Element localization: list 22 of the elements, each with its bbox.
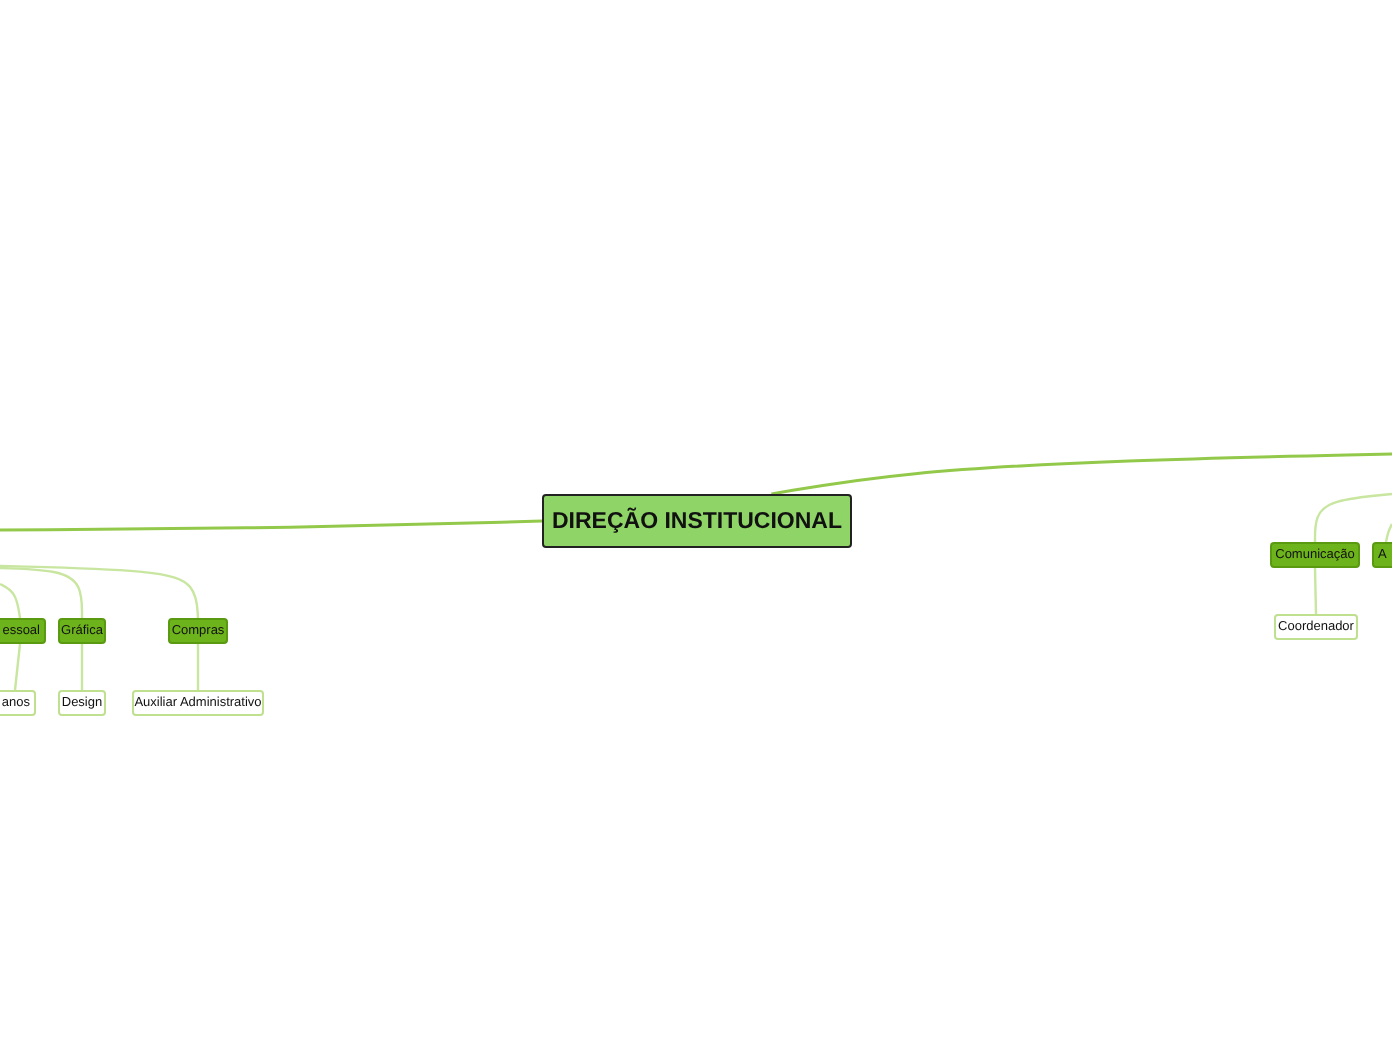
topic-box xyxy=(168,618,228,644)
topic-box xyxy=(1270,542,1360,568)
connector-line xyxy=(0,519,543,532)
topic-box xyxy=(1372,542,1392,568)
connector-line xyxy=(13,643,22,691)
subtopic-box xyxy=(0,690,36,716)
connector-line xyxy=(0,582,22,619)
connector-line xyxy=(1384,523,1392,543)
subtopic-box xyxy=(132,690,264,716)
topic-box xyxy=(58,618,106,644)
connector-line xyxy=(1313,492,1392,542)
connector-line xyxy=(196,644,200,690)
connector-line xyxy=(1313,567,1318,615)
subtopic-box xyxy=(1274,614,1358,640)
central-topic-box xyxy=(542,494,852,548)
topic-label: DIREÇÃO INSTITUCIONAL xyxy=(551,509,843,533)
connector-line xyxy=(771,452,1392,496)
connector-line xyxy=(0,564,200,619)
topic-box xyxy=(0,618,46,644)
connector-line xyxy=(0,566,84,618)
connector-line xyxy=(80,644,84,690)
subtopic-box xyxy=(58,690,106,716)
